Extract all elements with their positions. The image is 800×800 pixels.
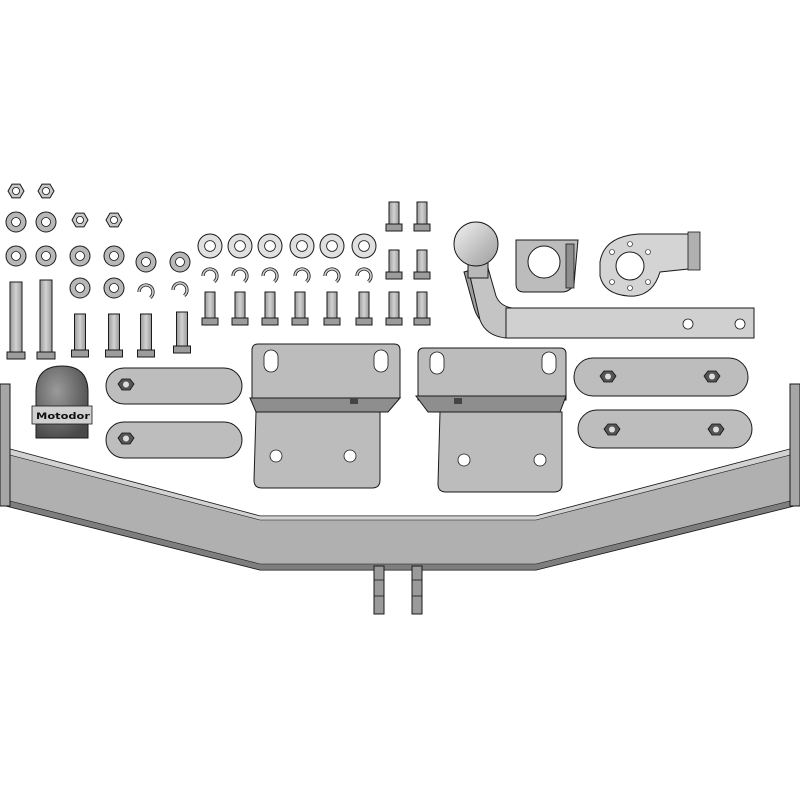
socket-plate (599, 231, 701, 297)
bolt (261, 291, 279, 326)
bolt (413, 291, 431, 326)
bolt (385, 291, 403, 326)
washer (289, 233, 315, 259)
washer (69, 277, 91, 299)
washer (351, 233, 377, 259)
hex-nut (105, 212, 123, 228)
bolt (173, 311, 191, 354)
spring-washer (355, 267, 373, 283)
washer (5, 245, 27, 267)
bolt (201, 291, 219, 326)
washer (319, 233, 345, 259)
bolt (6, 281, 26, 360)
spring-washer (171, 281, 189, 297)
bolt (413, 249, 431, 280)
spring-washers-group (137, 267, 373, 299)
spring-washer (231, 267, 249, 283)
ball-cover-label: Motodor (36, 412, 91, 422)
washer (197, 233, 223, 259)
washer (35, 245, 57, 267)
bolt (385, 249, 403, 280)
clamp-strap-right-top (573, 357, 749, 397)
bolt (71, 313, 89, 358)
washer (5, 211, 27, 233)
bolt (385, 201, 403, 232)
spring-washer (137, 283, 155, 299)
spring-washer (261, 267, 279, 283)
clamp-strap-right-bottom (577, 409, 753, 449)
cross-bar (0, 383, 800, 615)
washer (69, 245, 91, 267)
bolt (231, 291, 249, 326)
spring-washer (201, 267, 219, 283)
clamp-strap-left-top (105, 367, 243, 405)
side-bracket-left (249, 343, 402, 489)
spring-washer (323, 267, 341, 283)
socket-bracket (515, 239, 579, 293)
clamp-strap-left-bottom (105, 421, 243, 459)
bolt (137, 313, 155, 358)
tow-ball-cover: Motodor (31, 365, 93, 439)
hex-nuts-group (7, 183, 123, 228)
washer (135, 251, 157, 273)
washer (169, 251, 191, 273)
side-bracket-right (415, 347, 567, 493)
washer (103, 277, 125, 299)
bolt (323, 291, 341, 326)
hex-nut (7, 183, 25, 199)
washer (35, 211, 57, 233)
bolt (291, 291, 309, 326)
hex-nut (37, 183, 55, 199)
bolt (413, 201, 431, 232)
washer (227, 233, 253, 259)
bolt (355, 291, 373, 326)
tow-ball-neck (453, 221, 755, 339)
washer (257, 233, 283, 259)
bolts-group (6, 201, 431, 360)
washers-group (5, 211, 377, 299)
hex-nut (71, 212, 89, 228)
bolt (105, 313, 123, 358)
spring-washer (293, 267, 311, 283)
bolt (36, 279, 56, 360)
washer (103, 245, 125, 267)
